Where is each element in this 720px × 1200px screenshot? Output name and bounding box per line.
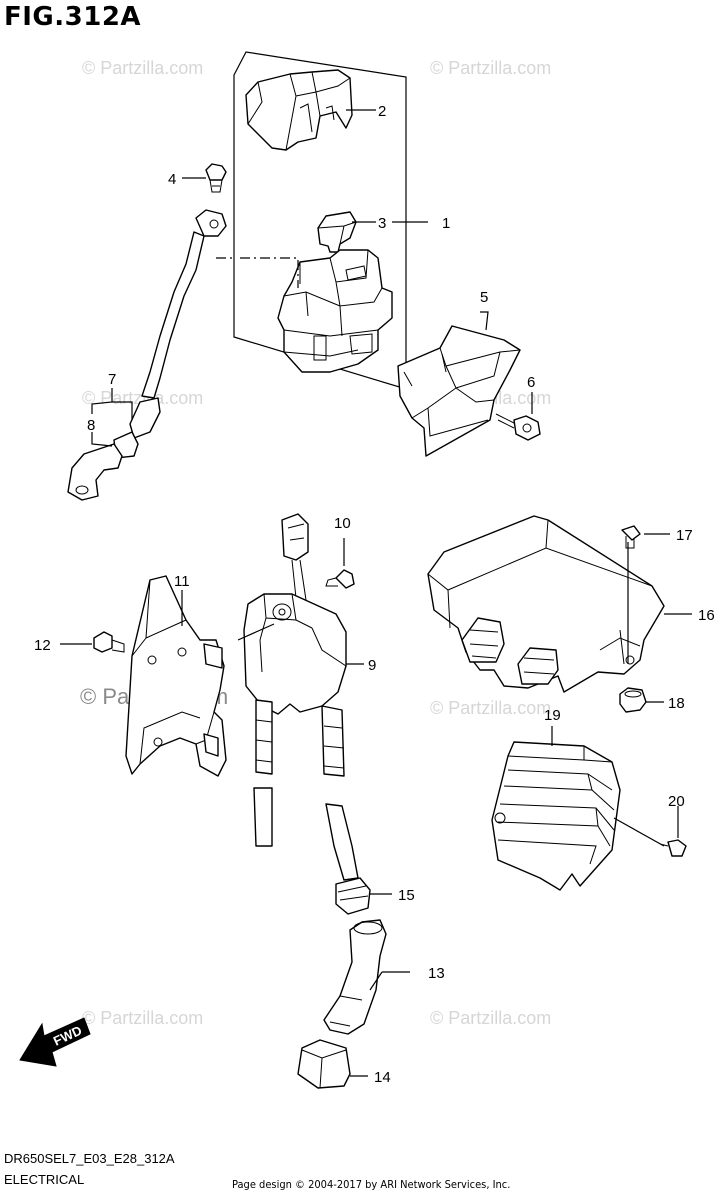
part-1-relay — [277, 249, 393, 373]
callout-15: 15 — [398, 887, 415, 904]
part-19-regulator — [491, 741, 621, 891]
leader-line — [216, 257, 299, 288]
model-code: DR650SEL7_E03_E28_312A — [4, 1151, 175, 1166]
callout-16: 16 — [698, 607, 715, 624]
watermark: © Partzilla.com — [430, 698, 552, 718]
part-9-ignition-coil — [243, 513, 359, 881]
callout-7: 7 — [108, 371, 116, 388]
fwd-arrow: FWD — [19, 1017, 91, 1067]
watermark: © Partzilla.com — [430, 58, 552, 78]
callout-5: 5 — [480, 289, 488, 306]
part-18-nut — [619, 687, 647, 713]
leader-lines — [60, 109, 692, 1077]
part-2-cover — [245, 69, 353, 151]
callout-11: 11 — [174, 573, 190, 590]
page-credit: Page design © 2004-2017 by ARI Network S… — [232, 1178, 511, 1191]
part-7-8-cable — [67, 209, 227, 501]
callout-18: 18 — [668, 695, 685, 712]
part-17-screw — [621, 525, 641, 549]
watermark: © Partzilla.com — [430, 1008, 552, 1028]
leader-line — [237, 623, 275, 641]
section-name: ELECTRICAL — [4, 1172, 85, 1187]
callout-10: 10 — [334, 515, 351, 532]
callout-19: 19 — [544, 707, 561, 724]
callout-12: 12 — [34, 637, 51, 654]
watermark: © Partzilla.com — [82, 58, 204, 78]
part-1-group-outline — [233, 51, 407, 390]
part-13-plug-boot — [323, 919, 387, 1035]
part-3-fuse — [317, 211, 357, 253]
callout-4: 4 — [168, 171, 176, 188]
figure-title: FIG.312A — [4, 2, 142, 32]
watermark: © Partzilla.com — [82, 1008, 204, 1028]
part-14-cap — [297, 1039, 351, 1089]
part-11-bracket — [125, 575, 227, 777]
callout-13: 13 — [428, 965, 445, 982]
callout-17: 17 — [676, 527, 693, 544]
part-15-grommet — [335, 877, 371, 915]
callout-labels: 1 2 3 4 5 6 7 8 9 10 11 12 13 14 15 16 1… — [34, 103, 715, 1086]
callout-3: 3 — [378, 215, 386, 232]
callout-14: 14 — [374, 1069, 391, 1086]
part-16-ecm — [427, 515, 665, 693]
callout-1: 1 — [442, 215, 450, 232]
part-6-bolt — [495, 413, 541, 441]
part-5-bracket — [397, 325, 521, 457]
part-12-bolt — [93, 631, 125, 653]
callout-2: 2 — [378, 103, 386, 120]
callout-9: 9 — [368, 657, 376, 674]
part-10-bolt — [325, 569, 355, 589]
part-4-bolt — [205, 163, 227, 193]
part-20-screw — [659, 839, 687, 857]
callout-6: 6 — [527, 374, 535, 391]
callout-20: 20 — [668, 793, 685, 810]
callout-8: 8 — [87, 417, 95, 434]
